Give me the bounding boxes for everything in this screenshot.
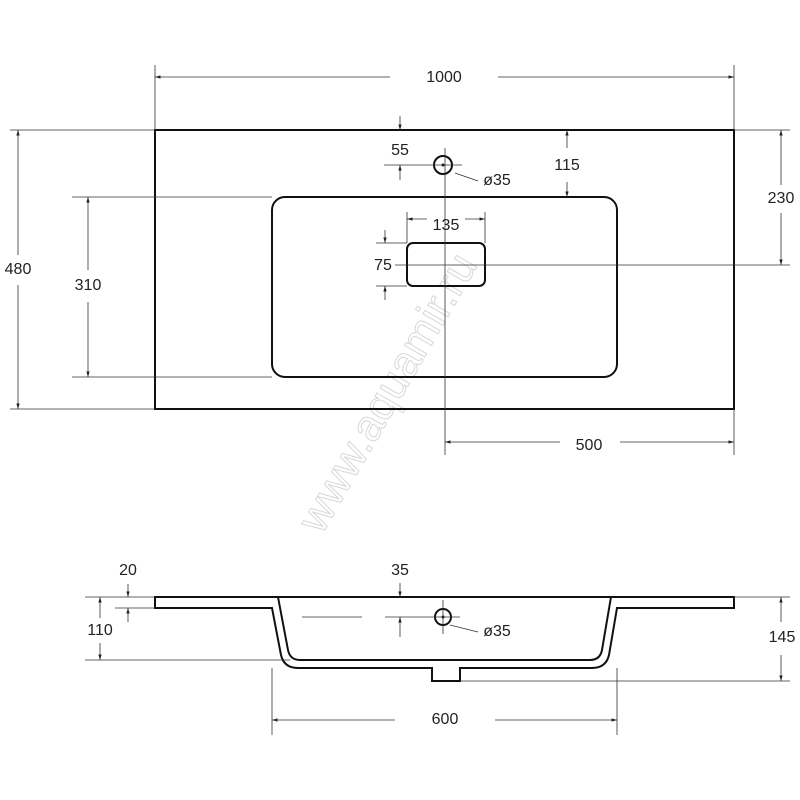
bowl-outline <box>271 196 618 378</box>
side-view: 20 110 145 35 ø35 600 <box>85 562 795 735</box>
dim-bowl-depth: 310 <box>75 277 102 294</box>
dim-overflow-offset: 55 <box>391 142 409 159</box>
dim-drain-width: 135 <box>433 217 460 234</box>
dim-overflow-offset-side: 35 <box>391 562 409 579</box>
top-view: 1000 480 310 230 115 55 ø35 135 75 500 <box>5 65 795 455</box>
dim-total-height: 145 <box>769 629 796 646</box>
dim-bowl-width: 600 <box>432 711 459 728</box>
dim-overflow-diameter: ø35 <box>483 172 511 189</box>
dim-depth: 480 <box>5 261 32 278</box>
dim-drain-offset: 230 <box>768 190 795 207</box>
dim-bowl-front: 115 <box>554 157 580 174</box>
countertop-outline <box>154 129 735 410</box>
dim-slab-thickness: 20 <box>119 562 137 579</box>
dim-overflow-diameter-side: ø35 <box>483 623 511 640</box>
watermark: www.aquamir.ru <box>287 245 486 541</box>
dim-drain-height: 75 <box>374 257 392 274</box>
dim-center-offset: 500 <box>576 437 603 454</box>
dim-bowl-height: 110 <box>87 622 113 639</box>
drain-outline <box>406 242 486 287</box>
basin-inner-outline <box>277 596 612 661</box>
dim-width: 1000 <box>426 69 462 86</box>
